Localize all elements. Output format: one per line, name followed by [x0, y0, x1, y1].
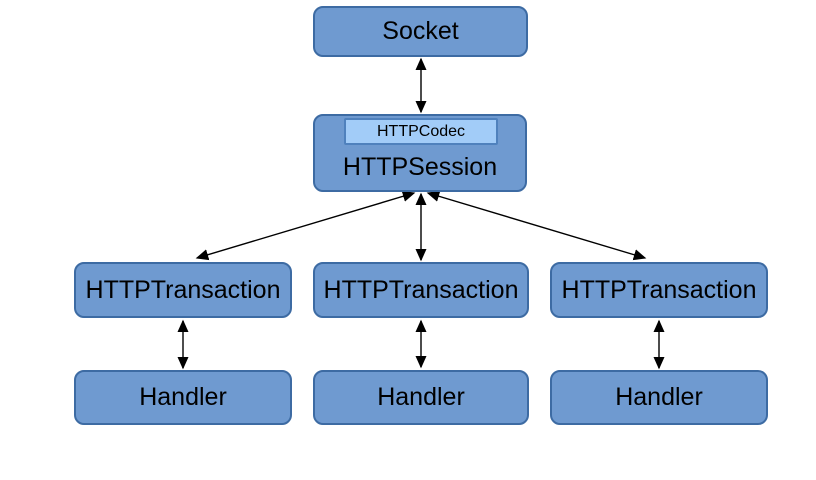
arrow-session-transaction-3 [426, 190, 647, 261]
httptransaction-label-1: HTTPTransaction [85, 275, 281, 304]
handler-label-1: Handler [139, 383, 227, 411]
httptransaction-node-3: HTTPTransaction [550, 262, 768, 318]
httptransaction-node-1: HTTPTransaction [74, 262, 292, 318]
handler-node-2: Handler [313, 370, 529, 425]
handler-label-3: Handler [615, 383, 703, 411]
socket-label: Socket [382, 17, 459, 45]
httpcodec-node: HTTPCodec [344, 118, 498, 145]
httpcodec-label: HTTPCodec [376, 122, 466, 140]
arrow-session-transaction-1 [195, 190, 416, 261]
httptransaction-label-3: HTTPTransaction [561, 275, 757, 304]
socket-node: Socket [313, 6, 528, 57]
httpsession-label: HTTPSession [342, 153, 498, 181]
httptransaction-node-2: HTTPTransaction [313, 262, 529, 318]
handler-node-3: Handler [550, 370, 768, 425]
httptransaction-label-2: HTTPTransaction [323, 275, 519, 304]
httpsession-node: HTTPCodec HTTPSession [313, 114, 527, 192]
handler-label-2: Handler [377, 383, 465, 411]
handler-node-1: Handler [74, 370, 292, 425]
